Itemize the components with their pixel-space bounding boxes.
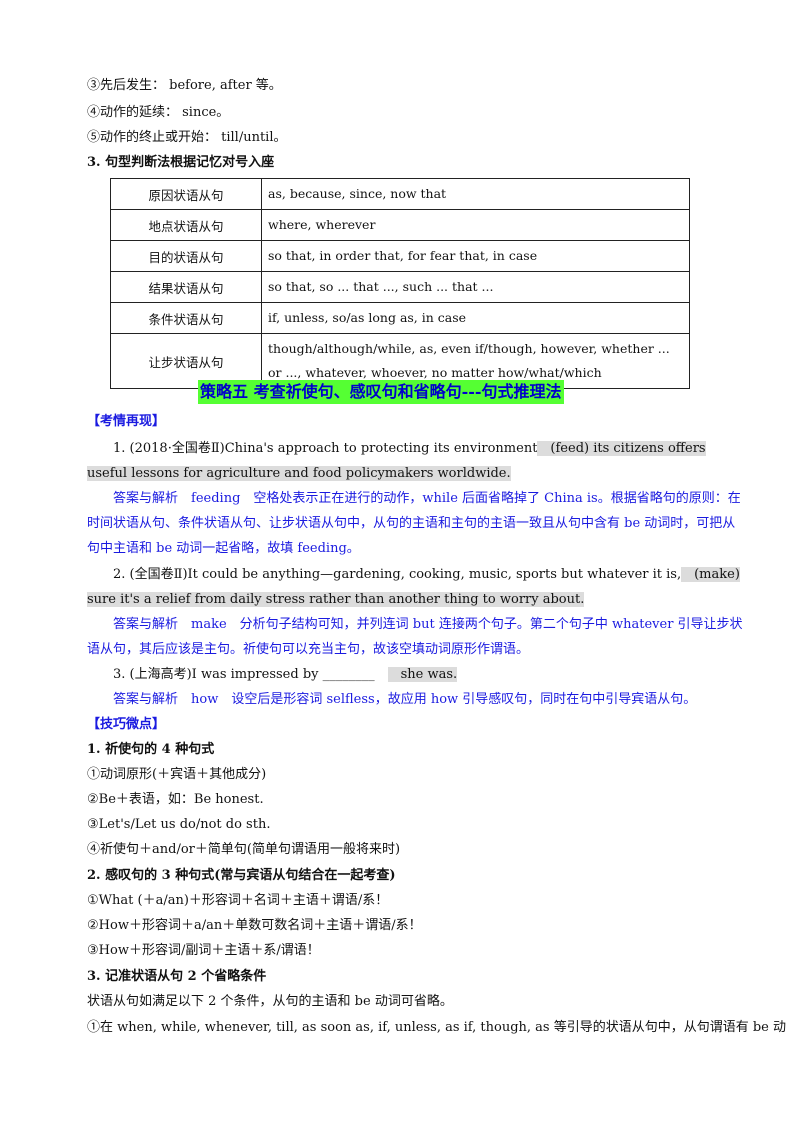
answer-label: 答案与解析 [113,491,179,506]
answer-3: 答案与解析 how 设空后是形容词 selfless，故应用 how 引导感叹句，同… [87,687,743,712]
question-3: 3. (上海高考)I was impressed by ________ she … [87,662,743,687]
table-row: 地点状语从句 where, wherever [110,209,690,241]
section-label: 【考情再现】 [87,414,166,429]
clause-words: though/although/while, as, even if/thoug… [261,333,690,389]
list-item: ②Be＋表语，如：Be honest. [87,792,264,807]
list-item: ⑤动作的终止或开始： till/until。 [87,130,287,145]
clause-type: 让步状语从句 [110,333,262,389]
list-item: ③Let's/Let us do/not do sth. [87,817,271,832]
list-item: ①在 when, while, whenever, till, as soon … [87,1020,787,1035]
list-item: ④祈使句＋and/or＋简单句(简单句谓语用一般将来时) [87,842,401,857]
clause-type: 条件状语从句 [110,302,262,334]
table-row: 原因状语从句 as, because, since, now that [110,178,690,210]
point-heading: 1. 祈使句的 4 种句式 [87,742,215,757]
list-item: ①动词原形(＋宾语＋其他成分) [87,767,267,782]
clause-type: 地点状语从句 [110,209,262,241]
table-row: 让步状语从句 though/although/while, as, even i… [110,333,690,389]
table-row: 条件状语从句 if, unless, so/as long as, in cas… [110,302,690,334]
question-1: 1. (2018·全国卷Ⅱ)China's approach to protec… [87,436,743,486]
question-text: 3. (上海高考)I was impressed by ________ [113,667,375,682]
list-item: ③先后发生： before, after 等。 [87,78,282,93]
point-heading: 3. 记准状语从句 2 个省略条件 [87,969,267,984]
section-heading: 3. 句型判断法根据记忆对号入座 [87,155,275,170]
list-item: ④动作的延续： since。 [87,105,230,120]
clause-words: so that, in order that, for fear that, i… [261,240,690,272]
clause-words: if, unless, so/as long as, in case [261,302,690,334]
clause-words: as, because, since, now that [261,178,690,210]
point-heading: 2. 感叹句的 3 种句式(常与宾语从句结合在一起考查) [87,868,396,883]
list-item: ③How＋形容词/副词＋主语＋系/谓语！ [87,943,320,958]
answer-value: make [191,617,227,632]
list-item: ②How＋形容词＋a/an＋单数可数名词＋主语＋谓语/系！ [87,918,422,933]
answer-label: 答案与解析 [113,617,179,632]
table-row: 目的状语从句 so that, in order that, for fear … [110,240,690,272]
clause-type: 原因状语从句 [110,178,262,210]
clause-type: 目的状语从句 [110,240,262,272]
answer-explanation: 分析句子结构可知，并列连词 but 连接两个句子。第二个句子中 whatever… [87,617,743,657]
clause-type: 结果状语从句 [110,271,262,303]
answer-value: feeding [191,491,241,506]
strategy-heading: 策略五 考查祈使句、感叹句和省略句---句式推理法 [198,380,564,404]
answer-explanation: 设空后是形容词 selfless，故应用 how 引导感叹句，同时在句中引导宾语… [231,692,697,707]
table-row: 结果状语从句 so that, so ... that ..., such ..… [110,271,690,303]
answer-explanation: 空格处表示正在进行的动作，while 后面省略掉了 China is。根据省略句… [87,491,741,556]
clause-words: so that, so ... that ..., such ... that … [261,271,690,303]
highlighted-blank: she was. [387,667,458,682]
clause-table: 原因状语从句 as, because, since, now that 地点状语… [110,178,690,389]
answer-value: how [191,692,219,707]
body-text: 状语从句如满足以下 2 个条件，从句的主语和 be 动词可省略。 [87,994,453,1009]
section-label: 【技巧微点】 [87,717,166,732]
list-item: ①What (＋a/an)＋形容词＋名词＋主语＋谓语/系！ [87,893,389,908]
question-text: 1. (2018·全国卷Ⅱ)China's approach to protec… [113,441,538,456]
question-2: 2. (全国卷Ⅱ)It could be anything—gardening,… [87,562,743,612]
answer-label: 答案与解析 [113,692,179,707]
question-text: 2. (全国卷Ⅱ)It could be anything—gardening,… [113,567,682,582]
clause-words: where, wherever [261,209,690,241]
